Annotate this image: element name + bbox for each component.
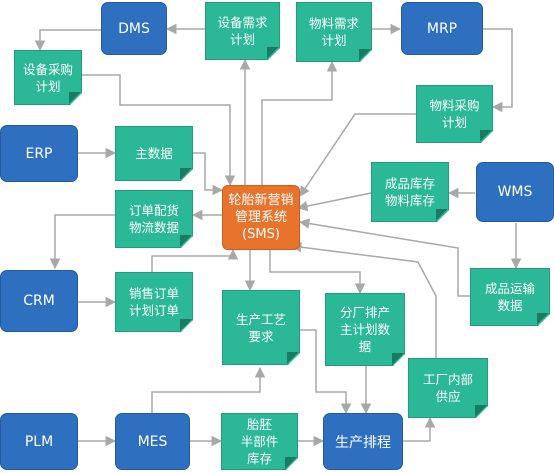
material-purchase-plan-doc: 物料采购 计划 (416, 85, 493, 143)
branch-master-schedule-doc: 分厂排产 主计划数 据 (325, 293, 405, 366)
connector-sms-to-branch-schedule (269, 250, 366, 295)
production-scheduling-system: 生产排程 (323, 413, 403, 470)
sales-orders-doc: 销售订单 计划订单 (115, 272, 193, 332)
product-material-inventory-doc: 成品库存 物料库存 (371, 162, 449, 222)
connector-mes-to-process (151, 366, 266, 413)
wms-system: WMS (476, 162, 554, 222)
mrp-system: MRP (401, 2, 483, 55)
equipment-purchase-plan-doc: 设备采购 计划 (14, 50, 82, 105)
connector-order-logistics-to-crm (49, 214, 115, 270)
connector-equipment-purchase-to-sms (82, 74, 236, 187)
connector-material-purchase-to-sms (299, 113, 416, 197)
connector-transport-to-sms (298, 218, 470, 297)
mes-system: MES (115, 413, 190, 470)
crm-system: CRM (0, 270, 78, 332)
dms-system: DMS (101, 2, 167, 55)
production-process-requirements-doc: 生产工艺 要求 (222, 290, 300, 365)
connector-sms-to-material-demand (261, 60, 338, 185)
plm-system: PLM (0, 413, 78, 470)
connector-sales-orders-to-sms (151, 248, 239, 272)
connector-scheduling-to-internal-supply (403, 416, 436, 442)
connector-process-to-scheduling (300, 329, 352, 415)
sms-central-system: 轮胎新营销 管理系统 (SMS) (222, 185, 300, 250)
erp-system: ERP (0, 125, 78, 182)
equipment-demand-plan-doc: 设备需求 计划 (205, 2, 280, 60)
internal-plant-supply-doc: 工厂内部 供应 (408, 358, 488, 418)
order-logistics-data-doc: 订单配货 物流数据 (115, 190, 193, 248)
material-demand-plan-doc: 物料需求 计划 (296, 2, 372, 62)
connector-inventory-to-sms (296, 192, 372, 212)
master-data-doc: 主数据 (115, 126, 193, 181)
product-transport-data-doc: 成品运输 数据 (470, 268, 550, 326)
connector-dms-to-equipment-purchase (34, 29, 101, 52)
connector-mrp-to-material-purchase (483, 28, 513, 113)
connector-master-data-to-sms (193, 152, 224, 196)
semi-finished-inventory-doc: 胎胚 半部件 库存 (221, 413, 298, 470)
connector-internal-supply-to-sms (290, 241, 437, 358)
